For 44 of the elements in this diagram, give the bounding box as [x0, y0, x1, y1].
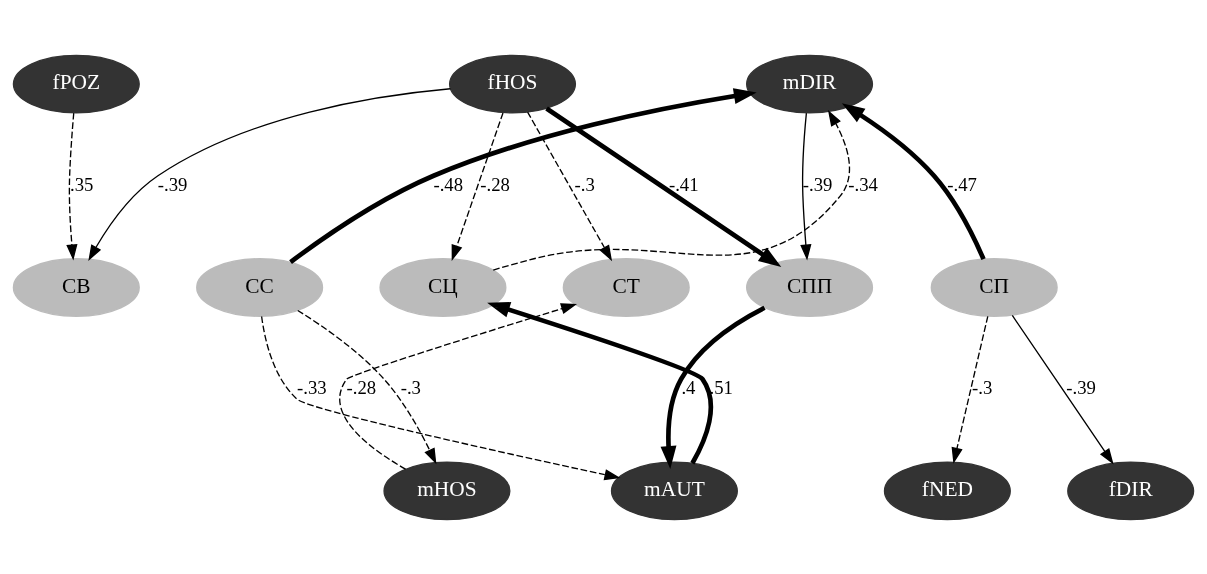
edge-label: -.3 — [574, 173, 595, 195]
edge-label: -.3 — [972, 376, 993, 398]
edge-label: -.39 — [157, 173, 188, 195]
edge-label: -.28 — [480, 173, 510, 195]
arrow — [66, 111, 78, 260]
arrow — [487, 301, 714, 464]
arrow — [526, 110, 613, 261]
edge-label: .35 — [69, 173, 94, 195]
arrow — [260, 315, 621, 480]
node-ellipse: СС — [196, 257, 324, 317]
arrow — [339, 302, 578, 470]
edge-label: -.33 — [296, 376, 327, 398]
arrow — [800, 111, 812, 261]
edge-label: -.3 — [400, 376, 421, 398]
arrow — [545, 106, 782, 267]
node-ellipse: fHOS — [448, 54, 577, 114]
node-ellipse: СВ — [12, 257, 140, 317]
node-ellipse: fNED — [883, 460, 1011, 520]
edge-label: -.47 — [947, 173, 977, 195]
edge-label: -.39 — [802, 173, 833, 195]
edge-label: .51 — [709, 376, 733, 398]
node-ellipse: fPOZ — [12, 54, 140, 114]
arrow — [951, 315, 989, 464]
edge-label: -.39 — [1066, 376, 1096, 398]
node-ellipse: fDIR — [1067, 460, 1195, 520]
arrow — [841, 102, 986, 260]
edge-label: -.41 — [668, 173, 699, 195]
arrow — [88, 87, 452, 261]
node-ellipse: mHOS — [383, 460, 511, 520]
edge-label: .4 — [681, 376, 696, 398]
node-ellipse: СЦ — [379, 257, 507, 317]
node-ellipse: СПП — [746, 257, 874, 317]
arrow — [660, 305, 766, 469]
edge-label: -.34 — [848, 173, 878, 195]
arrow — [297, 309, 437, 464]
node-ellipse: mAUT — [610, 460, 738, 520]
edge-label: -.48 — [433, 173, 464, 195]
arrow — [1011, 314, 1114, 464]
arrow — [492, 109, 851, 271]
node-ellipse: mDIR — [746, 54, 874, 114]
arrow — [289, 87, 757, 264]
node-ellipse: СП — [930, 257, 1058, 317]
edge-label: -.28 — [346, 376, 377, 398]
arrow — [451, 111, 504, 261]
